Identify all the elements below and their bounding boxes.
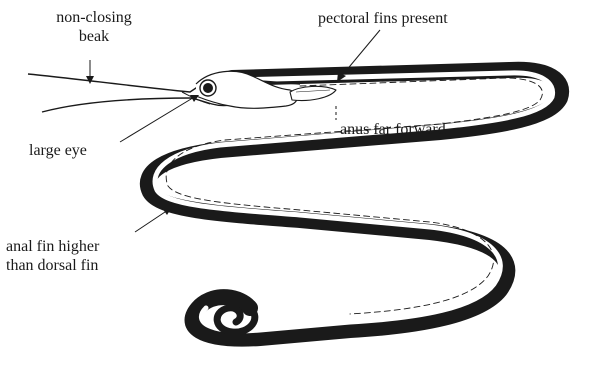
- eel-body: [148, 70, 561, 339]
- pectoral-fin: [290, 86, 336, 100]
- leader-eye: [120, 96, 196, 142]
- beak-label: non-closing beak: [36, 8, 152, 46]
- beak-label-line2: beak: [36, 27, 152, 46]
- leader-lines: [86, 30, 380, 232]
- pectoral-label: pectoral fins present: [318, 9, 448, 28]
- leader-anal: [135, 210, 168, 232]
- anal-fin-label-line1: anal fin higher: [6, 237, 99, 256]
- beak-label-line1: non-closing: [36, 8, 152, 27]
- anal-fin-label-line2: than dorsal fin: [6, 256, 99, 275]
- eye-label: large eye: [29, 141, 87, 160]
- anus-label: anus far forward: [340, 120, 446, 139]
- anal-fin-label: anal fin higher than dorsal fin: [6, 237, 99, 275]
